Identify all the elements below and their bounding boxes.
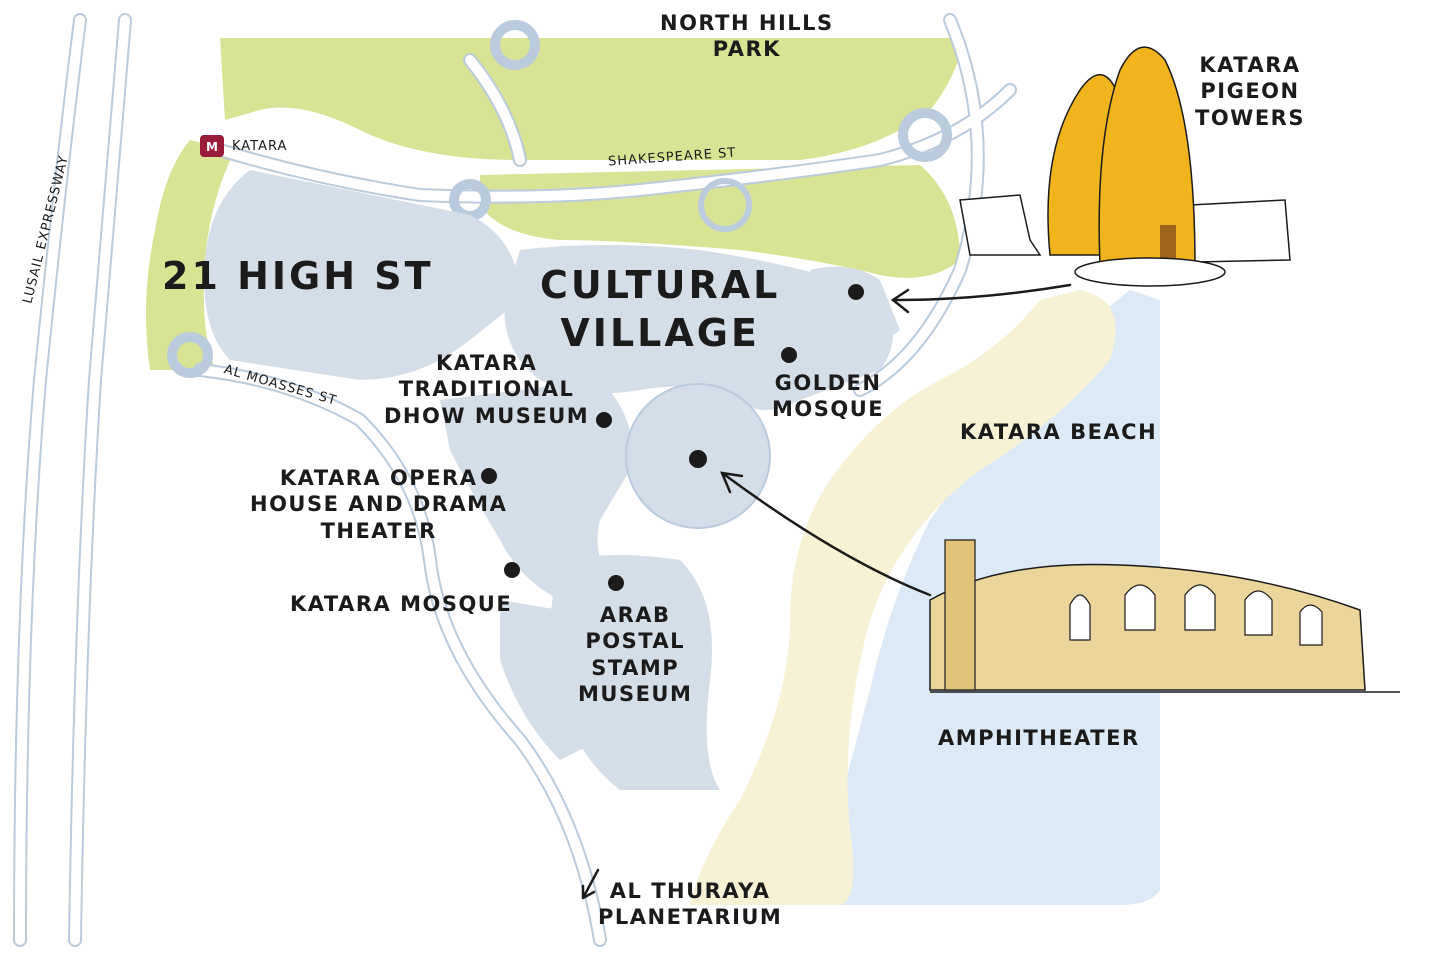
poi-dot-icon[interactable]	[608, 575, 624, 591]
poi-dot-icon[interactable]	[689, 450, 707, 468]
stamp-museum-label: ARAB POSTAL STAMP MUSEUM	[578, 603, 693, 706]
arrow-to-pigeon-towers	[893, 283, 1072, 302]
arrowhead-amphitheater	[719, 471, 744, 494]
poi-dot-icon[interactable]	[848, 284, 864, 300]
metro-station-label[interactable]: KATARA	[232, 139, 288, 154]
metro-station-icon[interactable]: M	[200, 135, 224, 157]
katara-mosque-label: KATARA MOSQUE	[290, 592, 513, 616]
poi-dot-icon[interactable]	[596, 412, 612, 428]
planetarium-label: AL THURAYA PLANETARIUM	[598, 879, 783, 930]
svg-text:M: M	[206, 140, 218, 154]
arrow-to-amphitheater	[723, 473, 932, 597]
katara-beach-label: KATARA BEACH	[960, 420, 1158, 444]
poi-markers	[481, 284, 864, 591]
poi-dot-icon[interactable]	[504, 562, 520, 578]
park-north-hills	[220, 38, 965, 160]
high-street-label: 21 HIGH ST	[162, 254, 434, 298]
poi-dot-icon[interactable]	[781, 347, 797, 363]
cultural-village-label: CULTURAL VILLAGE	[540, 263, 781, 355]
callout-arrows	[581, 283, 1072, 900]
road-network	[13, 13, 1017, 947]
amphitheater-label: AMPHITHEATER	[938, 726, 1140, 750]
beach-area	[690, 290, 1116, 905]
amphitheater-illustration	[929, 539, 1400, 693]
arrowhead-pigeon	[890, 288, 910, 314]
south-west-arrow-icon	[581, 868, 600, 900]
building-footprints	[204, 170, 900, 790]
park-strip-west	[146, 140, 235, 370]
park-label: NORTH HILLS PARK	[660, 11, 834, 62]
poi-dot-icon[interactable]	[481, 468, 497, 484]
pigeon-towers-illustration	[959, 46, 1291, 287]
opera-house-label: KATARA OPERA HOUSE AND DRAMA THEATER	[250, 466, 508, 543]
dhow-museum-label: KATARA TRADITIONAL DHOW MUSEUM	[384, 351, 590, 428]
pigeon-towers-label: KATARA PIGEON TOWERS	[1195, 53, 1305, 130]
golden-mosque-label: GOLDEN MOSQUE	[772, 371, 885, 422]
